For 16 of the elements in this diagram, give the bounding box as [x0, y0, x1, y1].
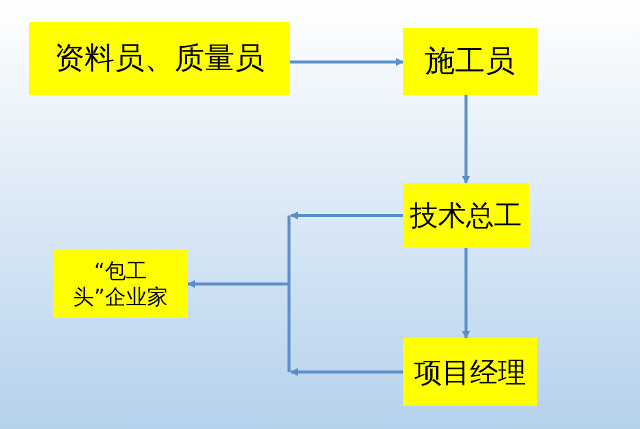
- arrow: [462, 248, 470, 339]
- arrow: [290, 58, 404, 66]
- process-box: [403, 28, 537, 95]
- process-box: [53, 250, 188, 318]
- process-box: [403, 183, 529, 248]
- node-label: 项目经理: [414, 354, 526, 390]
- arrow: [462, 95, 470, 184]
- node-label: 施工员: [425, 42, 515, 80]
- arrow: [186, 214, 290, 374]
- arrow: [290, 368, 403, 376]
- node-label: 技术总工: [410, 198, 522, 233]
- node-label: “包工头”企业家: [72, 258, 169, 310]
- arrow: [290, 212, 403, 220]
- process-box: [29, 22, 290, 95]
- process-box: [403, 338, 537, 406]
- node-label: 资料员、质量员: [54, 40, 264, 78]
